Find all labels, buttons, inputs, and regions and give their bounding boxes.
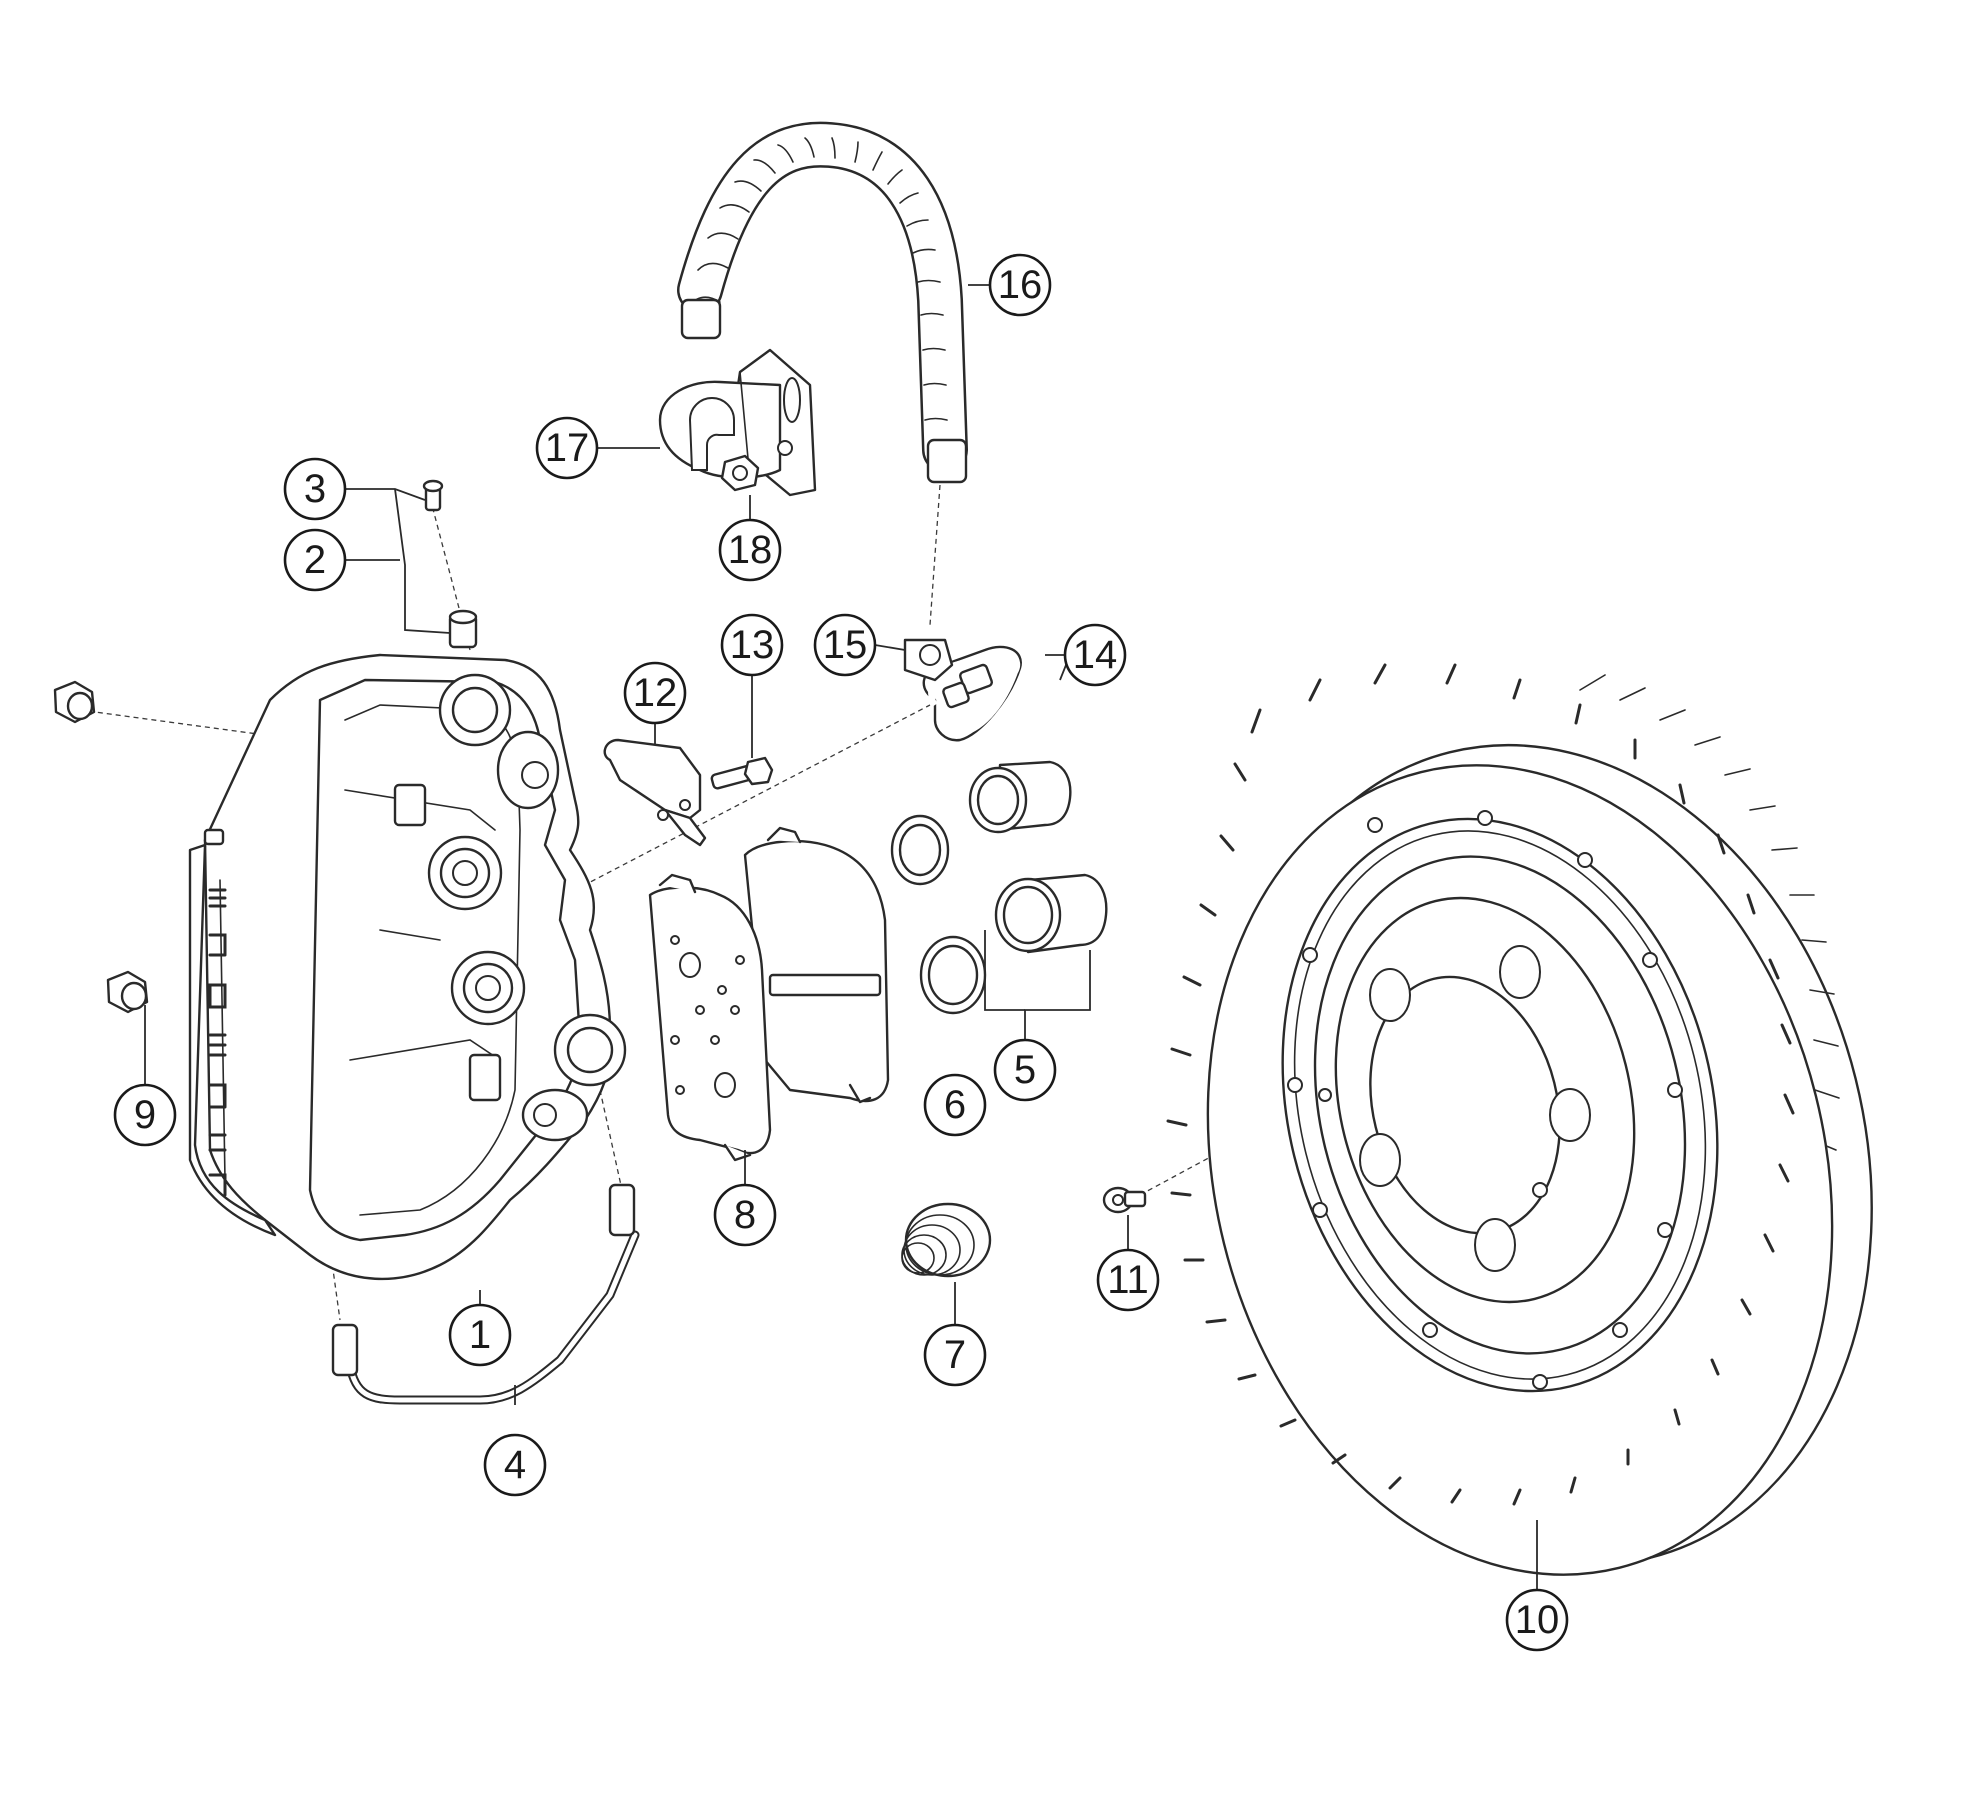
svg-text:8: 8	[734, 1193, 756, 1237]
brake-line-loop	[903, 638, 1022, 742]
callout-18: 18	[718, 518, 782, 582]
callout-3: 3	[283, 457, 347, 521]
callout-11: 11	[1096, 1248, 1160, 1312]
svg-text:11: 11	[1107, 1258, 1149, 1302]
caliper-lettering	[208, 888, 227, 1197]
callout-13: 13	[720, 613, 784, 677]
callout-10: 10	[1505, 1588, 1569, 1652]
callout-2: 2	[283, 528, 347, 592]
svg-text:18: 18	[728, 528, 773, 572]
callout-4: 4	[483, 1433, 547, 1497]
svg-text:6: 6	[944, 1083, 966, 1127]
callout-1: 1	[448, 1303, 512, 1367]
callout-14: 14	[1063, 623, 1127, 687]
svg-text:4: 4	[504, 1443, 526, 1487]
svg-text:12: 12	[633, 671, 678, 715]
pad-retainer-plate	[603, 738, 707, 847]
callout-17: 17	[535, 416, 599, 480]
svg-text:17: 17	[545, 426, 590, 470]
piston-lower	[994, 873, 1108, 954]
leader-lines	[144, 284, 1538, 1590]
piston-seal-lower	[919, 935, 987, 1015]
svg-text:5: 5	[1014, 1048, 1036, 1092]
callout-8: 8	[713, 1183, 777, 1247]
retainer-bolt	[710, 756, 774, 790]
piston-seal-upper	[890, 814, 950, 886]
brake-pad-outer	[648, 873, 772, 1162]
callout-7: 7	[923, 1323, 987, 1387]
spring	[901, 1202, 992, 1278]
brake-disc	[1166, 663, 1873, 1576]
callout-9: 9	[113, 1083, 177, 1147]
callout-6: 6	[923, 1073, 987, 1137]
callout-15: 15	[813, 613, 877, 677]
callout-16: 16	[988, 253, 1052, 317]
svg-text:14: 14	[1073, 633, 1118, 677]
brake-caliper	[188, 653, 627, 1281]
bleed-valve-cap	[422, 479, 444, 512]
disc-screw	[1102, 1186, 1147, 1214]
svg-text:15: 15	[823, 623, 868, 667]
brake-pad-inner	[743, 826, 890, 1104]
disc-slots	[1166, 663, 1795, 1506]
brake-hose-bracket	[658, 348, 817, 497]
piston-upper	[968, 760, 1072, 834]
bleed-valve	[448, 609, 478, 649]
svg-text:1: 1	[469, 1313, 491, 1357]
svg-text:3: 3	[304, 467, 326, 511]
svg-text:9: 9	[134, 1093, 156, 1137]
caliper-brake-line	[331, 1183, 640, 1405]
callout-5: 5	[993, 1038, 1057, 1102]
svg-text:13: 13	[730, 623, 775, 667]
brake-hose	[677, 121, 968, 484]
svg-text:2: 2	[304, 538, 326, 582]
svg-text:16: 16	[998, 263, 1043, 307]
bracket-nut	[720, 454, 760, 492]
callout-12: 12	[623, 661, 687, 725]
callouts: 1 2 3 4 5 6 7 8 9 10 11 12 13 14 15 16 1…	[113, 253, 1569, 1652]
disc-hub-bolts	[1287, 810, 1683, 1390]
disc-lug-holes	[1359, 945, 1591, 1272]
svg-text:7: 7	[944, 1333, 966, 1377]
svg-text:10: 10	[1515, 1598, 1560, 1642]
caliper-nut-lower	[106, 970, 149, 1014]
caliper-nut-upper	[53, 680, 96, 724]
